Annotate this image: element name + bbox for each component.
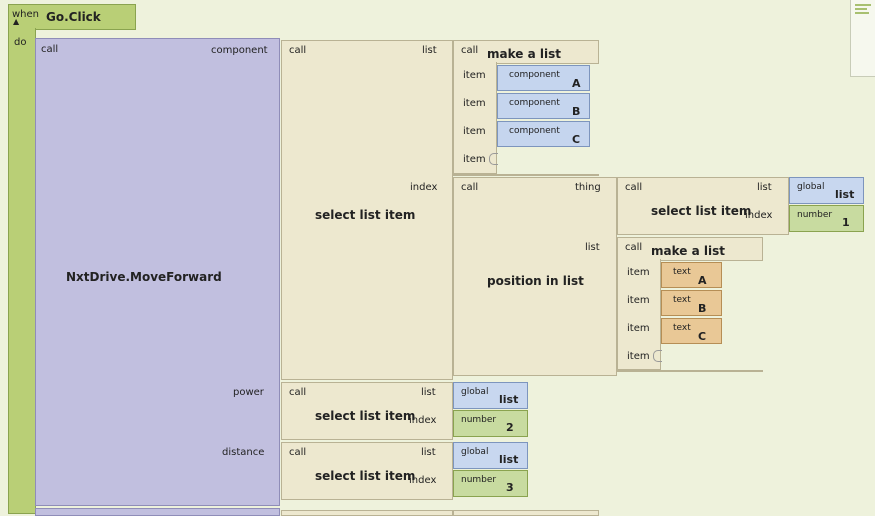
number-1-kind: number xyxy=(797,210,833,220)
proc-arg-component: component xyxy=(211,45,268,56)
component-c-value: C xyxy=(572,133,581,146)
isli-index-label: index xyxy=(745,210,773,221)
text-a-value: A xyxy=(698,274,707,287)
dsli-name: select list item xyxy=(315,469,416,483)
global-list-block-3[interactable] xyxy=(453,442,528,469)
mal2-item-label-1: item xyxy=(627,267,650,278)
inner-select-list-item-block[interactable] xyxy=(617,177,789,235)
mal1-item-label-1: item xyxy=(463,70,486,81)
text-b-block[interactable] xyxy=(661,290,722,316)
make-a-list-2-block[interactable] xyxy=(617,237,763,261)
mal1-item-label-4: item xyxy=(463,154,486,165)
component-a-block[interactable] xyxy=(497,65,590,91)
number-2-block[interactable] xyxy=(453,410,528,437)
make-a-list-underline xyxy=(453,174,599,176)
sli-list-label: list xyxy=(422,45,437,56)
number-3-kind: number xyxy=(461,475,497,485)
mal2-item-label-2: item xyxy=(627,295,650,306)
number-1-value: 1 xyxy=(842,216,850,229)
event-name: Go.Click xyxy=(46,10,101,24)
psli-name: select list item xyxy=(315,409,416,423)
isli-name: select list item xyxy=(651,204,752,218)
psli-list-label: list xyxy=(421,387,436,398)
component-b-value: B xyxy=(572,105,581,118)
next-call-block[interactable] xyxy=(281,510,453,516)
next-proc-block[interactable] xyxy=(35,508,280,516)
component-c-kind: component xyxy=(509,126,560,136)
component-a-kind: component xyxy=(509,70,560,80)
make-a-list-2-underline xyxy=(617,370,763,372)
global-list-3-kind: global xyxy=(461,447,489,457)
isli-list-label: list xyxy=(757,182,772,193)
pil-name: position in list xyxy=(487,274,584,288)
proc-name: NxtDrive.MoveForward xyxy=(66,270,222,284)
proc-arg-distance: distance xyxy=(222,447,265,458)
pil-thing-label: thing xyxy=(575,182,601,193)
sli-index-label: index xyxy=(410,182,438,193)
pil-call-label: call xyxy=(461,182,479,193)
mal2-name: make a list xyxy=(651,244,725,258)
component-b-kind: component xyxy=(509,98,560,108)
make-a-list-block[interactable] xyxy=(453,40,599,64)
text-c-kind: text xyxy=(673,323,691,333)
isli-call-label: call xyxy=(625,182,643,193)
psli-index-label: index xyxy=(409,415,437,426)
global-list-block-2[interactable] xyxy=(453,382,528,409)
global-list-1-value: list xyxy=(835,188,855,201)
minimap-line xyxy=(855,4,871,6)
dsli-list-label: list xyxy=(421,447,436,458)
text-a-kind: text xyxy=(673,267,691,277)
dsli-call-label: call xyxy=(289,447,307,458)
mal2-item-label-4: item xyxy=(627,351,650,362)
position-in-list-block[interactable] xyxy=(453,177,617,376)
component-a-value: A xyxy=(572,77,581,90)
minimap-line xyxy=(855,12,869,14)
nxtdrive-moveforward-block[interactable] xyxy=(35,38,280,506)
dsli-index-label: index xyxy=(409,475,437,486)
text-a-block[interactable] xyxy=(661,262,722,288)
mal1-name: make a list xyxy=(487,47,561,61)
number-2-kind: number xyxy=(461,415,497,425)
workspace-minimap[interactable] xyxy=(850,0,875,77)
component-b-block[interactable] xyxy=(497,93,590,119)
select-list-item-block[interactable] xyxy=(281,40,453,380)
mal2-item-label-3: item xyxy=(627,323,650,334)
number-2-value: 2 xyxy=(506,421,514,434)
proc-arg-power: power xyxy=(233,387,264,398)
empty-item-socket[interactable] xyxy=(489,153,498,165)
mal2-call-label: call xyxy=(625,242,643,253)
event-do-rail[interactable] xyxy=(8,28,36,514)
psli-call-label: call xyxy=(289,387,307,398)
mal1-item-label-3: item xyxy=(463,126,486,137)
component-c-block[interactable] xyxy=(497,121,590,147)
global-list-2-kind: global xyxy=(461,387,489,397)
proc-call-label: call xyxy=(41,44,59,55)
number-3-value: 3 xyxy=(506,481,514,494)
mal1-item-label-2: item xyxy=(463,98,486,109)
text-c-value: C xyxy=(698,330,707,343)
sli-call-label: call xyxy=(289,45,307,56)
when-label: when xyxy=(12,9,40,20)
empty-item-socket-2[interactable] xyxy=(653,350,662,362)
text-b-kind: text xyxy=(673,295,691,305)
pil-list-label: list xyxy=(585,242,600,253)
event-caret-icon: ▲ xyxy=(13,17,20,26)
text-b-value: B xyxy=(698,302,707,315)
minimap-line xyxy=(855,8,867,10)
text-c-block[interactable] xyxy=(661,318,722,344)
when-go-click-block[interactable] xyxy=(8,4,136,30)
number-3-block[interactable] xyxy=(453,470,528,497)
global-list-1-kind: global xyxy=(797,182,825,192)
global-list-block-1[interactable] xyxy=(789,177,864,204)
do-label: do xyxy=(14,37,27,48)
mal1-call-label: call xyxy=(461,45,479,56)
distance-select-list-item-block[interactable] xyxy=(281,442,453,500)
sli-name: select list item xyxy=(315,208,416,222)
global-list-3-value: list xyxy=(499,453,519,466)
power-select-list-item-block[interactable] xyxy=(281,382,453,440)
number-1-block[interactable] xyxy=(789,205,864,232)
global-list-2-value: list xyxy=(499,393,519,406)
next-call-block-2[interactable] xyxy=(453,510,599,516)
